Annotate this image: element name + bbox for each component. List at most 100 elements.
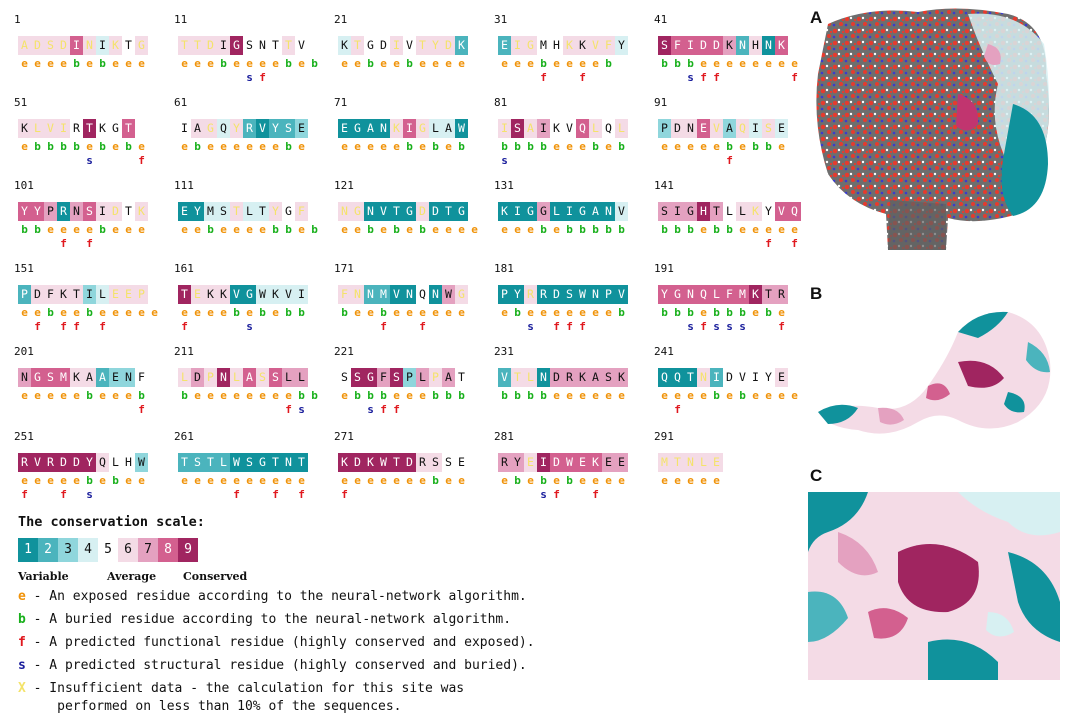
functional-mark: f <box>553 320 560 333</box>
residue-cell: T <box>684 368 697 387</box>
exposure-letter: e <box>34 57 41 70</box>
legend-row: X - Insufficient data - the calculation … <box>18 681 464 696</box>
residue-cell: V <box>403 36 416 55</box>
residue-cell: G <box>31 368 44 387</box>
residue-cell: Y <box>511 285 524 304</box>
exposure-letter: e <box>272 474 279 487</box>
residue-cell: A <box>191 119 204 138</box>
exposure-letter: b <box>514 474 521 487</box>
residue-cell: I <box>749 368 762 387</box>
exposure-letter: e <box>687 389 694 402</box>
exposure-letter: e <box>713 474 720 487</box>
exposure-letter: e <box>220 306 227 319</box>
exposure-letter: b <box>34 140 41 153</box>
residue-cell: V <box>282 285 295 304</box>
residue-cell: G <box>351 202 364 221</box>
exposure-letter: e <box>432 223 439 236</box>
residue-cell: F <box>338 285 351 304</box>
exposure-letter: e <box>207 306 214 319</box>
residue-cell: W <box>576 285 589 304</box>
exposure-letter: b <box>661 306 668 319</box>
exposure-letter: e <box>259 57 266 70</box>
exposure-letter: b <box>501 389 508 402</box>
residue-cell: T <box>122 202 135 221</box>
exposure-letter: e <box>752 306 759 319</box>
exposure-letter: e <box>592 474 599 487</box>
residue-cell: S <box>217 202 230 221</box>
residue-cell: F <box>671 36 684 55</box>
exposure-letter: e <box>21 140 28 153</box>
position-number: 41 <box>654 13 668 26</box>
exposure-letter: b <box>514 389 521 402</box>
residue-cell: M <box>57 368 70 387</box>
exposure-letter: e <box>207 474 214 487</box>
legend-row: f - A predicted functional residue (high… <box>18 635 535 650</box>
residue-cell: E <box>178 202 191 221</box>
exposure-letter: e <box>380 140 387 153</box>
exposure-letter: e <box>553 306 560 319</box>
exposure-letter: e <box>778 223 785 236</box>
residue-cell: K <box>749 285 762 304</box>
residue-cell: N <box>70 202 83 221</box>
residue-cell: I <box>537 119 550 138</box>
position-number: 151 <box>14 262 34 275</box>
exposure-letter: e <box>527 474 534 487</box>
exposure-letter: b <box>298 389 305 402</box>
residue-cell: G <box>416 119 429 138</box>
residue-cell: V <box>31 453 44 472</box>
residue-cell: M <box>204 202 217 221</box>
exposure-letter: b <box>47 140 54 153</box>
exposure-letter: e <box>700 474 707 487</box>
residue-cell: T <box>122 36 135 55</box>
exposure-letter: e <box>298 474 305 487</box>
residue-cell: I <box>57 119 70 138</box>
residue-cell: Q <box>658 368 671 387</box>
legend-text: performed on less than 10% of the sequen… <box>18 699 402 714</box>
position-number: 271 <box>334 430 354 443</box>
structural-mark: s <box>739 320 746 333</box>
functional-mark: f <box>566 320 573 333</box>
legend-row: b - A buried residue according to the ne… <box>18 612 511 627</box>
exposure-letter: b <box>592 140 599 153</box>
exposure-letter: b <box>605 223 612 236</box>
residue-cell: K <box>576 368 589 387</box>
exposure-letter: e <box>341 140 348 153</box>
exposure-letter: e <box>527 57 534 70</box>
structural-mark: s <box>298 403 305 416</box>
residue-cell: G <box>230 36 243 55</box>
exposure-letter: b <box>726 223 733 236</box>
exposure-letter: e <box>579 389 586 402</box>
residue-cell: I <box>537 453 550 472</box>
residue-cell: D <box>697 36 710 55</box>
residue-cell: I <box>563 202 576 221</box>
exposure-letter: e <box>713 57 720 70</box>
structural-mark: s <box>713 320 720 333</box>
exposure-letter: b <box>99 57 106 70</box>
exposure-letter: e <box>272 57 279 70</box>
residue-cell: S <box>351 368 364 387</box>
residue-cell: Y <box>511 453 524 472</box>
residue-cell: G <box>351 119 364 138</box>
residue-cell: I <box>749 119 762 138</box>
exposure-letter: e <box>527 223 534 236</box>
exposure-letter: b <box>99 140 106 153</box>
residue-cell: T <box>70 285 83 304</box>
residue-cell: Y <box>18 202 31 221</box>
residue-cell: T <box>710 202 723 221</box>
exposure-letter: b <box>86 474 93 487</box>
legend-text: - A predicted functional residue (highly… <box>25 635 535 650</box>
exposure-letter: e <box>112 306 119 319</box>
residue-cell: N <box>338 202 351 221</box>
functional-mark: f <box>778 320 785 333</box>
exposure-letter: e <box>553 140 560 153</box>
residue-cell: D <box>31 36 44 55</box>
legend-text: - Insufficient data - the calculation fo… <box>25 681 465 696</box>
exposure-letter: e <box>194 474 201 487</box>
exposure-letter: e <box>553 223 560 236</box>
exposure-letter: e <box>341 389 348 402</box>
residue-cell: T <box>178 285 191 304</box>
position-number: 111 <box>174 179 194 192</box>
exposure-letter: e <box>298 140 305 153</box>
residue-cell: G <box>524 36 537 55</box>
